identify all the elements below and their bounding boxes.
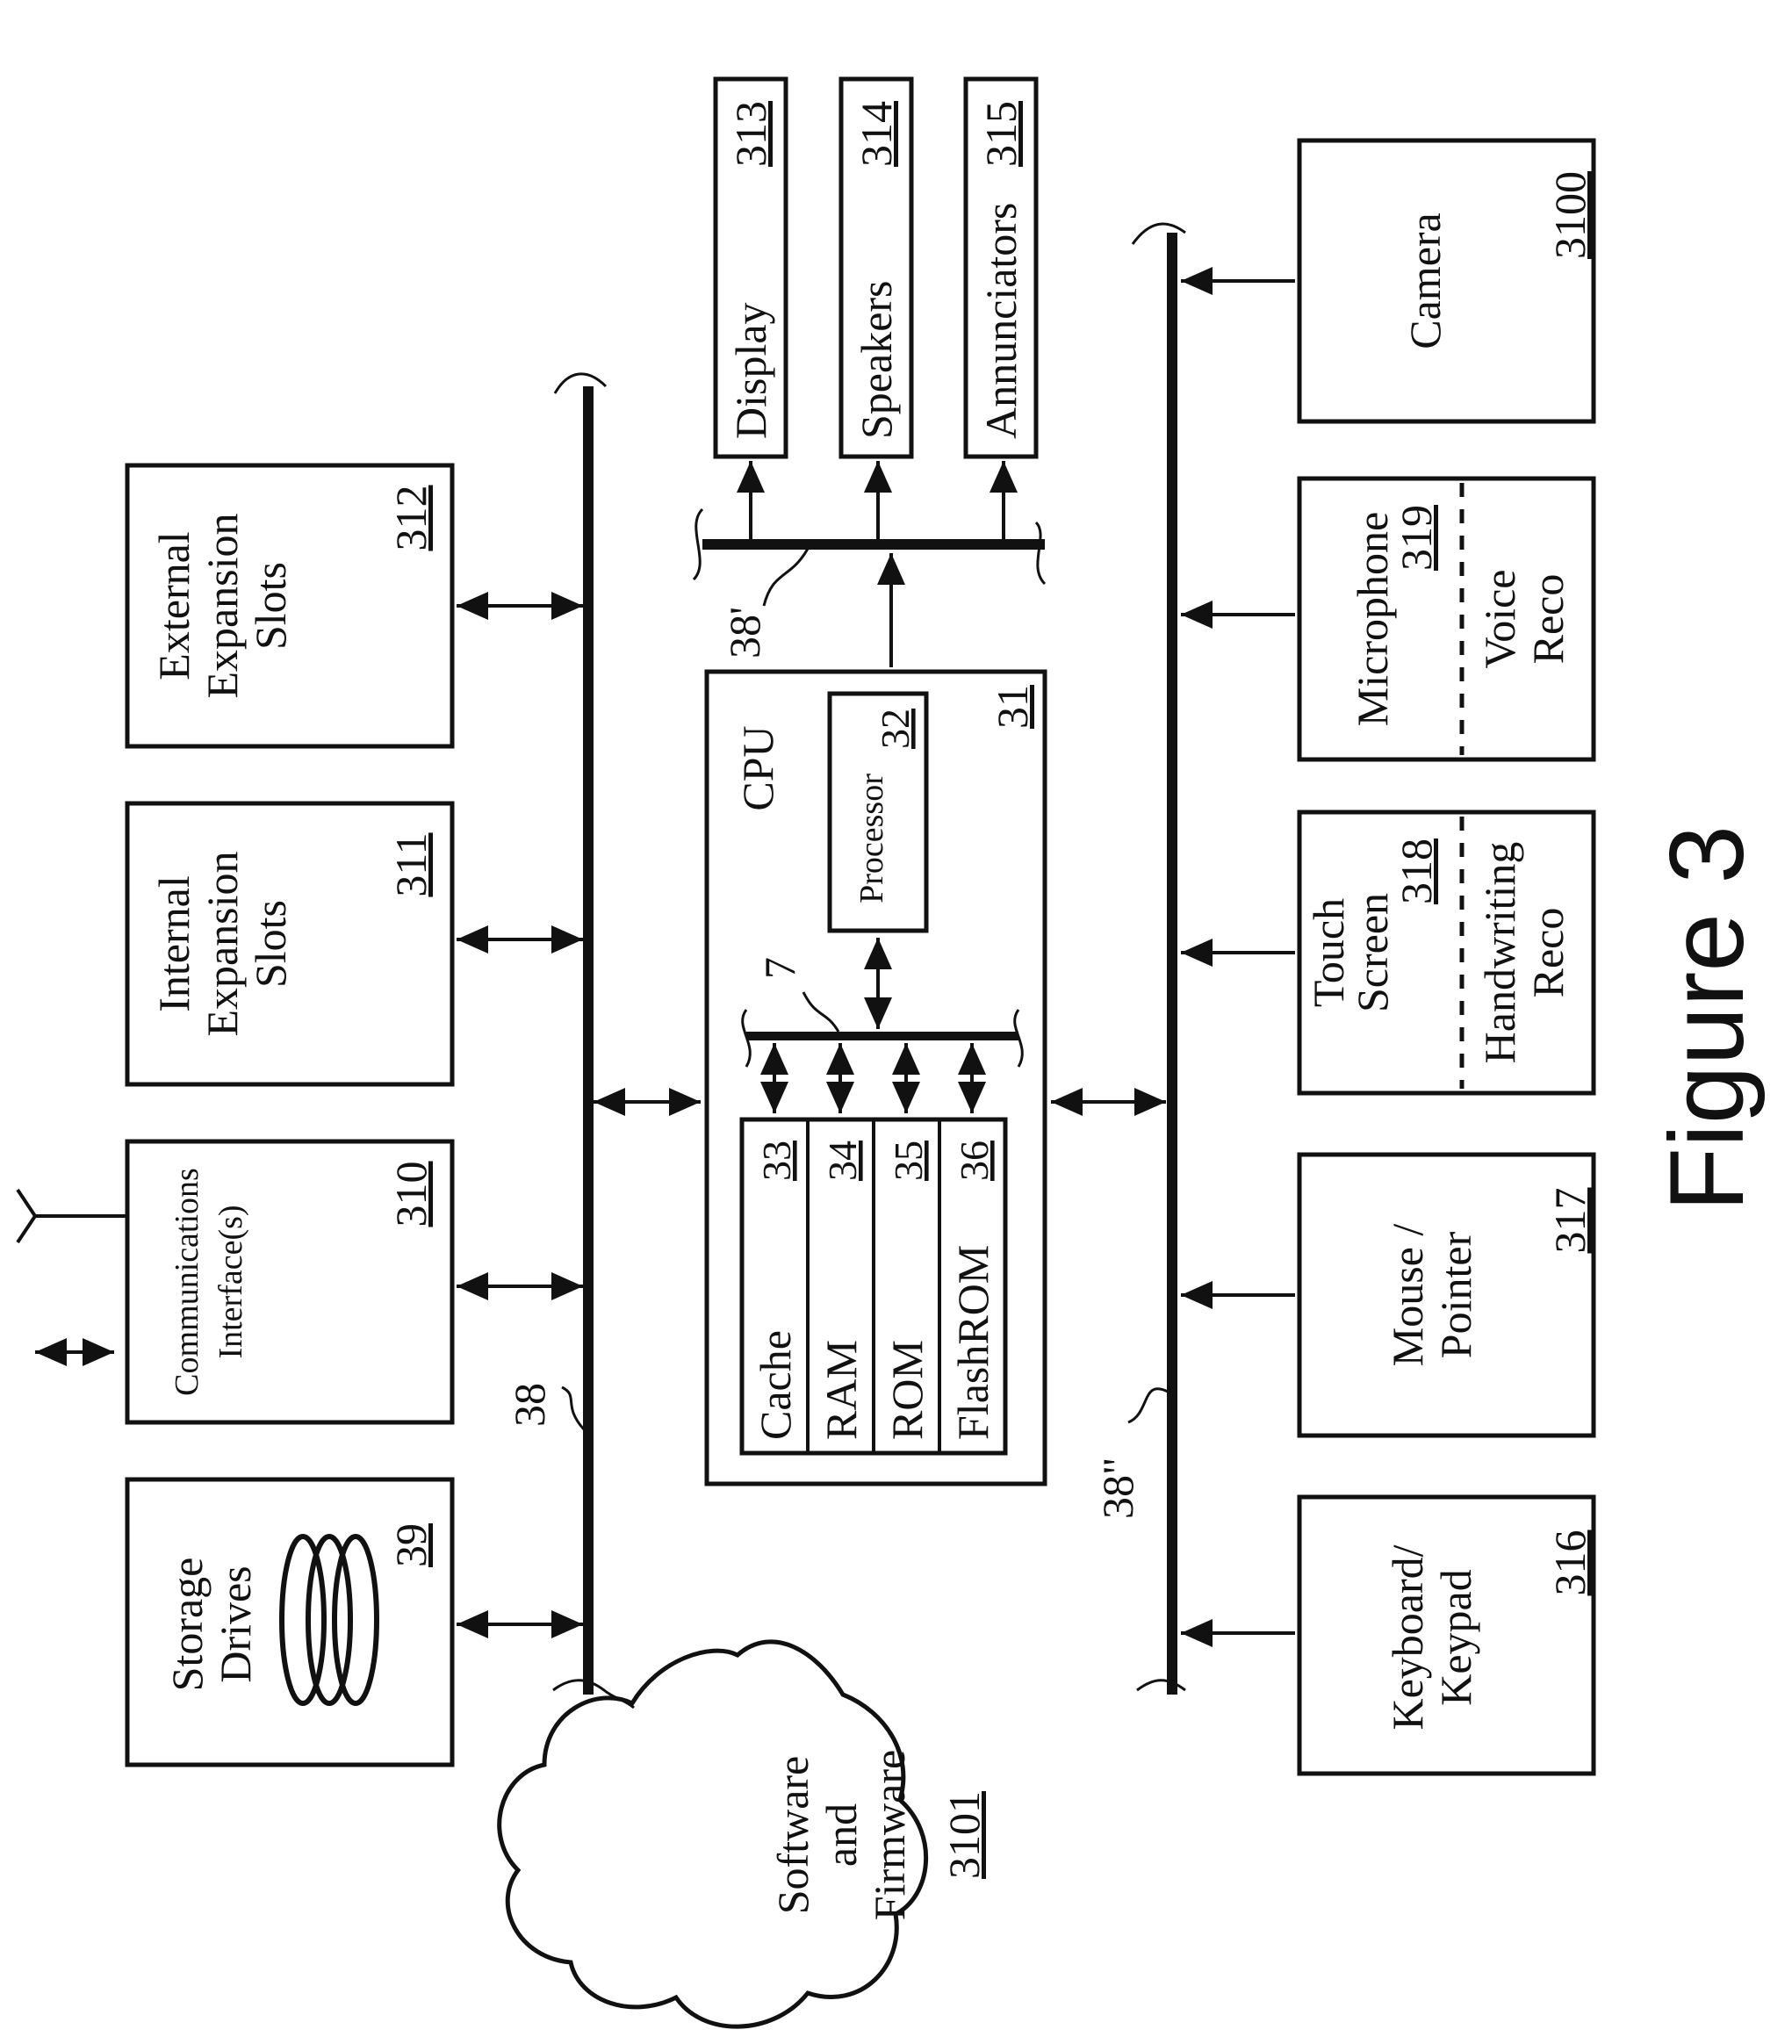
touch-line1: Touch [1304,898,1353,1007]
cpu-number: 31 [988,685,1037,729]
storage-drives-line2: Drives [211,1565,260,1682]
cpu-block: CPU 31 Processor 32 7 Cache 33 RAM 34 RO… [594,672,1166,1484]
software-line3: Firmware [865,1750,914,1920]
cache-label: Cache [751,1330,800,1440]
mouse-line2: Pointer [1431,1231,1480,1358]
cpu-internal-bus-leader [803,992,838,1032]
software-firmware-cloud: Software and Firmware 3101 [500,1642,989,2026]
mouse-pointer-block: Mouse / Pointer 317 [1181,1155,1594,1436]
storage-drives-number: 39 [386,1523,435,1567]
flashrom-number: 36 [952,1141,997,1181]
input-bus: 38" [1093,224,1185,1695]
speakers-block: Speakers 314 [841,79,911,457]
external-number: 312 [386,486,435,551]
microphone-block: Microphone 319 Voice Reco [1181,479,1594,759]
speakers-number: 314 [852,101,901,167]
internal-number: 311 [386,832,435,896]
comm-line2: Interface(s) [212,1205,249,1358]
comm-number: 310 [386,1162,435,1227]
mouse-number: 317 [1545,1188,1594,1254]
camera-number: 3100 [1545,171,1594,259]
microphone-number: 319 [1392,505,1441,571]
main-bus-ref: 38 [505,1383,554,1427]
annunciators-number: 315 [976,101,1026,167]
internal-line3: Slots [246,900,295,988]
microphone-line1: Microphone [1348,512,1397,726]
main-bus-leader [562,1387,584,1429]
internal-line1: Internal [149,875,198,1011]
touch-screen-block: Touch Screen 318 Handwriting Reco [1181,812,1594,1093]
keyboard-keypad-block: Keyboard/ Keypad 316 [1181,1497,1594,1774]
external-line2: Expansion [198,513,247,698]
flashrom-label: FlashROM [948,1245,997,1440]
output-bus-ref: 38' [720,607,769,659]
annunciators-label: Annunciators [976,203,1026,439]
microphone-line3: Reco [1523,574,1572,665]
cpu-internal-bus-ref: 7 [755,957,804,979]
output-bus-leader [764,549,808,606]
ram-number: 34 [820,1141,865,1181]
touch-line2: Screen [1348,893,1397,1012]
figure-caption: Figure 3 [1648,825,1766,1212]
speakers-label: Speakers [852,281,901,440]
software-line1: Software [768,1756,817,1915]
storage-drives-line1: Storage [162,1558,212,1692]
input-bus-leader [1128,1389,1168,1422]
rom-number: 35 [886,1141,931,1181]
external-expansion-slots-block: External Expansion Slots 312 [127,465,583,746]
touch-number: 318 [1392,838,1441,904]
rom-label: ROM [882,1340,932,1440]
processor-label: Processor [853,774,890,903]
input-bus-ref: 38" [1093,1457,1142,1519]
display-label: Display [726,302,775,439]
keyboard-line1: Keyboard/ [1383,1544,1432,1730]
disk-stack-icon [282,1537,377,1703]
output-bus: 38' [694,461,1045,667]
communications-interface-block: Communications Interface(s) 310 [18,1141,583,1422]
annunciators-block: Annunciators 315 [966,79,1036,457]
camera-label: Camera [1400,212,1450,349]
keyboard-number: 316 [1545,1530,1594,1596]
mouse-line1: Mouse / [1383,1224,1432,1367]
software-line2: and [817,1803,866,1867]
ram-label: RAM [817,1340,866,1440]
cache-number: 33 [754,1141,799,1181]
touch-line4: Reco [1523,908,1572,998]
external-line3: Slots [246,562,295,650]
main-bus: 38 [505,374,634,1708]
display-number: 313 [726,101,775,167]
internal-expansion-slots-block: Internal Expansion Slots 311 [127,803,583,1084]
comm-line1: Communications [169,1168,205,1396]
storage-drives-block: Storage Drives 39 [127,1479,583,1765]
touch-line3: Handwriting [1475,842,1524,1064]
microphone-line2: Voice [1475,570,1524,669]
cpu-label: CPU [733,725,782,810]
display-block: Display 313 [716,79,786,457]
camera-block: Camera 3100 [1181,140,1594,421]
antenna-icon [18,1190,127,1242]
software-number: 3101 [939,1791,989,1879]
processor-number: 32 [873,709,918,749]
external-line1: External [149,531,198,680]
internal-line2: Expansion [198,851,247,1036]
keyboard-line2: Keypad [1431,1569,1480,1706]
